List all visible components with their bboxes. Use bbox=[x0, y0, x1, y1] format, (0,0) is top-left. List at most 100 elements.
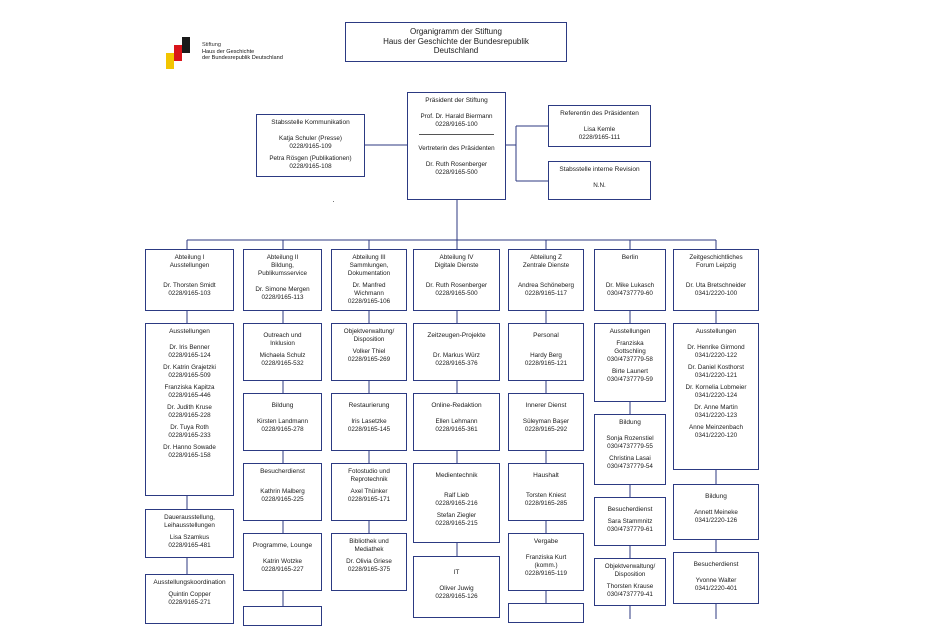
abt2-besucher-phone: 0228/9165-225 bbox=[261, 496, 304, 503]
abtz-head-line1: Abteilung Z bbox=[530, 254, 562, 261]
berlin-bildung-p2-phone: 030/4737779-54 bbox=[607, 463, 653, 470]
abt4-online-title: Online-Redaktion bbox=[431, 402, 482, 409]
berlin-objekt-phone: 030/4737779-41 bbox=[607, 591, 653, 598]
leipzig-besucher: Besucherdienst Yvonne Walter 0341/2220-4… bbox=[673, 552, 759, 604]
abt3-objekt-line2: Disposition bbox=[353, 336, 385, 343]
revision-box: Stabsstelle interne Revision N.N. bbox=[548, 161, 651, 200]
abt1-koord-phone: 0228/9165-271 bbox=[168, 599, 211, 606]
president-phone: 0228/9165-100 bbox=[435, 121, 478, 128]
referentin-phone: 0228/9165-111 bbox=[578, 134, 621, 141]
revision-name: N.N. bbox=[593, 182, 606, 189]
abt3-objekt: Objektverwaltung/ Disposition Volker Thi… bbox=[331, 323, 407, 381]
kommunikation-box: Stabsstelle Kommunikation Katja Schuler … bbox=[256, 114, 365, 177]
abt3-restaurierung-name: Iris Lasetzke bbox=[351, 418, 387, 425]
logo-yellow-square bbox=[166, 53, 174, 61]
abt3-head-name1: Dr. Manfred bbox=[352, 282, 386, 289]
abtz-innerer: Innerer Dienst Süleyman Başer 0228/9165-… bbox=[508, 393, 584, 451]
abt4-medien: Medientechnik Ralf Lieb 0228/9165-216 St… bbox=[413, 463, 500, 543]
leipzig-ausstellungen-title: Ausstellungen bbox=[695, 328, 737, 335]
abtz-haushalt-name: Torsten Kniest bbox=[526, 492, 566, 499]
abt1-head-phone: 0228/9165-103 bbox=[168, 290, 211, 297]
abt4-online-name: Ellen Lehmann bbox=[435, 418, 478, 425]
abt4-zeitzeugen-phone: 0228/9165-376 bbox=[435, 360, 478, 367]
berlin-bildung-p1-phone: 030/4737779-55 bbox=[607, 443, 653, 450]
person-name: Dr. Tuya Roth bbox=[170, 424, 209, 431]
abt3-bibliothek-line1: Bibliothek und bbox=[349, 538, 389, 545]
abt3-head: Abteilung III Sammlungen, Dokumentation … bbox=[331, 249, 407, 311]
abtz-personal-name: Hardy Berg bbox=[530, 352, 562, 359]
abtz-vergabe-phone: 0228/9165-119 bbox=[525, 570, 567, 577]
logo-black-square-2 bbox=[182, 45, 190, 53]
abt1-dauer: Dauerausstellung, Leihausstellungen Lisa… bbox=[145, 509, 234, 558]
leipzig-head-line2: Forum Leipzig bbox=[696, 262, 736, 269]
leipzig-head-name: Dr. Uta Bretschneider bbox=[685, 282, 747, 289]
abtz-head-phone: 0228/9165-117 bbox=[525, 290, 567, 297]
leipzig-besucher-title: Besucherdienst bbox=[693, 561, 739, 568]
abt4-it-phone: 0228/9165-126 bbox=[435, 593, 478, 600]
abt2-head-line2: Bildung, bbox=[271, 262, 294, 269]
logo-red-square-3 bbox=[174, 53, 182, 61]
abt4-head: Abteilung IV Digitale Dienste Dr. Ruth R… bbox=[413, 249, 500, 311]
abt1-koord: Ausstellungskoordination Quintin Copper … bbox=[145, 574, 234, 624]
referentin-title: Referentin des Präsidenten bbox=[560, 110, 639, 117]
abt2-besucher-name: Kathrin Malberg bbox=[260, 488, 305, 495]
abt3-foto-line1: Fotostudio und bbox=[348, 468, 390, 475]
abtz-haushalt-title: Haushalt bbox=[533, 472, 559, 479]
abt2-programme: Programme, Lounge Katrin Wotzke 0228/916… bbox=[243, 533, 322, 591]
page-title: Organigramm der Stiftung Haus der Geschi… bbox=[345, 22, 567, 62]
abt3-objekt-name: Volker Thiel bbox=[352, 348, 386, 355]
leipzig-head-phone: 0341/2220-100 bbox=[694, 290, 738, 297]
leipzig-ausstellungen: Ausstellungen Dr. Henrike Girmond 0341/2… bbox=[673, 323, 759, 470]
abt1-koord-title: Ausstellungskoordination bbox=[153, 579, 226, 586]
kommunikation-p1-phone: 0228/9165-109 bbox=[289, 143, 332, 150]
abt2-programme-phone: 0228/9165-227 bbox=[261, 566, 304, 573]
abt4-head-line2: Digitale Dienste bbox=[434, 262, 479, 269]
abt2-head-line1: Abteilung II bbox=[266, 254, 299, 261]
abt3-foto-phone: 0228/9165-171 bbox=[347, 496, 391, 503]
referentin-box: Referentin des Präsidenten Lisa Kemle 02… bbox=[548, 105, 651, 147]
abtz-haushalt: Haushalt Torsten Kniest 0228/9165-285 bbox=[508, 463, 584, 521]
president-divider bbox=[419, 134, 494, 135]
abtz-innerer-title: Innerer Dienst bbox=[525, 402, 567, 409]
abtz-personal-title: Personal bbox=[533, 332, 559, 339]
abt4-online: Online-Redaktion Ellen Lehmann 0228/9165… bbox=[413, 393, 500, 451]
berlin-objekt-name: Thorsten Krause bbox=[606, 583, 654, 590]
abtz-next-box bbox=[508, 603, 584, 623]
person-phone: 0228/9165-158 bbox=[168, 452, 211, 459]
title-line-1: Organigramm der Stiftung bbox=[409, 27, 503, 36]
abt2-bildung: Bildung Kirsten Landmann 0228/9165-278 bbox=[243, 393, 322, 451]
abt3-bibliothek: Bibliothek und Mediathek Dr. Olivia Grie… bbox=[331, 533, 407, 591]
leipzig-bildung: Bildung Annett Meineke 0341/2220-126 bbox=[673, 484, 759, 540]
president-name: Prof. Dr. Harald Biermann bbox=[420, 113, 493, 120]
abtz-innerer-name: Süleyman Başer bbox=[522, 418, 570, 425]
person-phone: 0341/2220-120 bbox=[694, 432, 738, 439]
person-phone: 0341/2220-121 bbox=[694, 372, 738, 379]
abt1-head-line1: Abteilung I bbox=[174, 254, 205, 261]
person-name: Franziska Kapitza bbox=[164, 384, 215, 391]
person-phone: 0228/9165-124 bbox=[168, 352, 211, 359]
berlin-aus-p1-phone: 030/4737779-58 bbox=[607, 356, 653, 363]
abt3-head-line3: Dokumentation bbox=[347, 270, 391, 277]
abtz-head-name: Andrea Schöneberg bbox=[517, 282, 574, 289]
abt3-head-line2: Sammlungen, bbox=[349, 262, 389, 269]
leipzig-head-line1: Zeitgeschichtliches bbox=[689, 254, 743, 261]
abt3-bibliothek-name: Dr. Olivia Griese bbox=[346, 558, 392, 565]
abt1-ausstellungen-title: Ausstellungen bbox=[169, 328, 210, 335]
abtz-personal: Personal Hardy Berg 0228/9165-121 bbox=[508, 323, 584, 381]
referentin-name: Lisa Kemle bbox=[583, 126, 616, 133]
person-name: Anne Meinzenbach bbox=[689, 424, 743, 431]
berlin-aus-p2-phone: 030/4737779-59 bbox=[607, 376, 653, 383]
person-phone: 0228/9165-228 bbox=[168, 412, 211, 419]
revision-title: Stabsstelle interne Revision bbox=[559, 166, 640, 173]
abt4-medien-p2-phone: 0228/9165-215 bbox=[435, 520, 478, 527]
abt4-it-name: Oliver Juwig bbox=[439, 585, 474, 592]
abt1-ausstellungen: Ausstellungen Dr. Iris Benner 0228/9165-… bbox=[145, 323, 234, 496]
abt3-restaurierung-title: Restaurierung bbox=[348, 402, 390, 409]
leipzig-bildung-title: Bildung bbox=[705, 493, 727, 500]
abtz-head-line2: Zentrale Dienste bbox=[522, 262, 570, 269]
abt1-head-line2: Ausstellungen bbox=[169, 262, 210, 269]
abt2-outreach-line1: Outreach und bbox=[263, 332, 302, 339]
abt4-it: IT Oliver Juwig 0228/9165-126 bbox=[413, 556, 500, 618]
abt4-head-line1: Abteilung IV bbox=[439, 254, 474, 261]
berlin-aus-p1-name2: Gottschling bbox=[614, 348, 646, 355]
